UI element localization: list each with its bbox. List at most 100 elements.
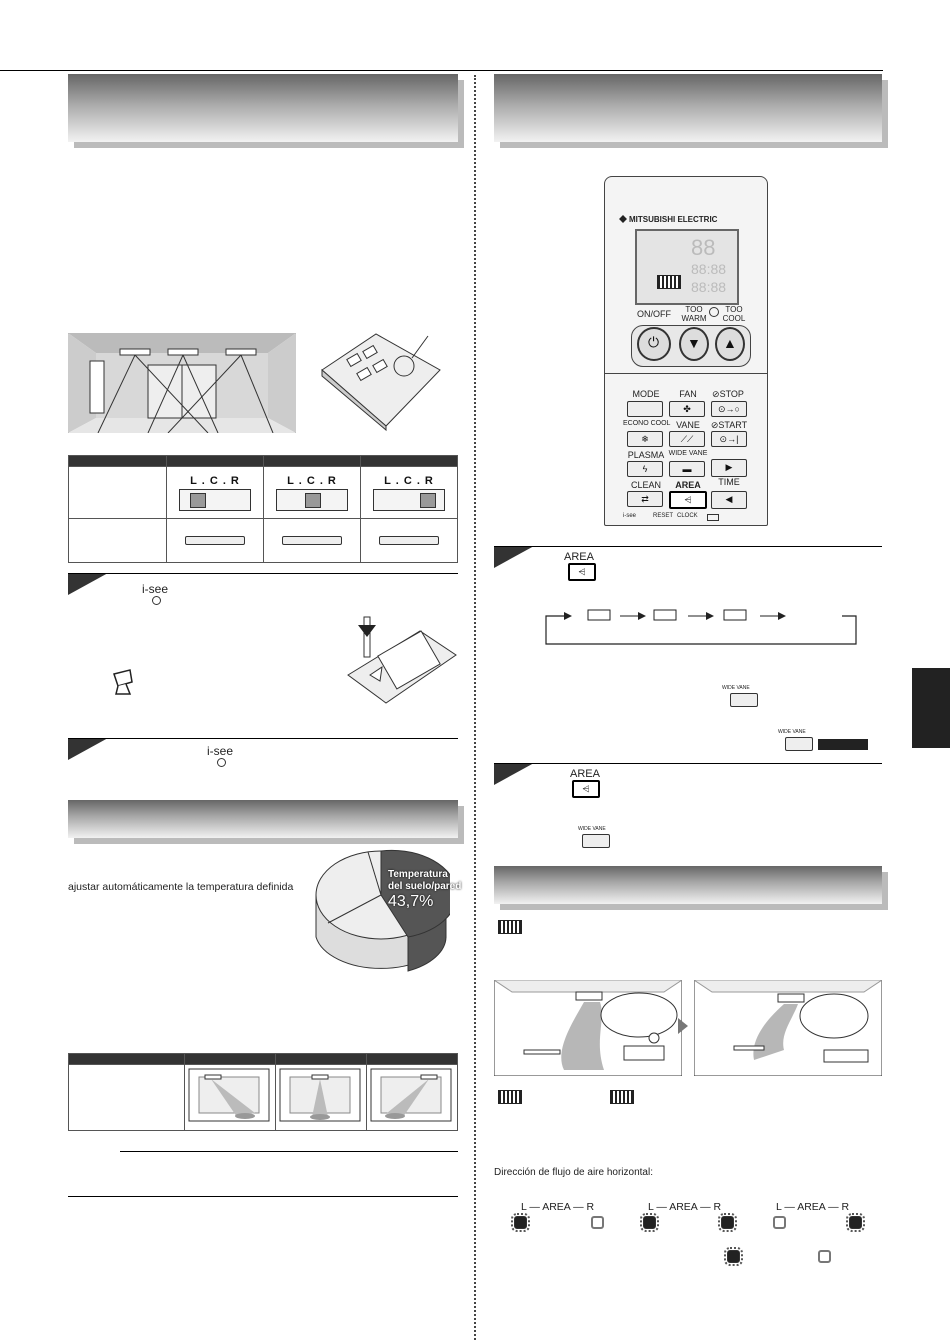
vane-label: VANE: [676, 420, 700, 430]
clean-label: CLEAN: [630, 480, 661, 490]
unit-icon: [282, 536, 342, 545]
led-caption: L — AREA — R: [648, 1201, 722, 1213]
info-icon: [709, 307, 719, 317]
unit-icon: [185, 536, 245, 545]
unit-icon: [379, 536, 439, 545]
led-caption: L — AREA — R: [776, 1201, 850, 1213]
too-cool-button[interactable]: ▲: [715, 327, 745, 361]
remote-back-detail: [321, 333, 441, 432]
note-rule-top: [120, 1151, 458, 1152]
led-r-unlit: [591, 1216, 604, 1229]
area-label: AREA: [570, 768, 600, 780]
arrow-right-icon: [678, 1018, 688, 1034]
lcd-display: 88 88:88 88:88: [635, 229, 739, 305]
clean-icon: ⇄: [641, 494, 649, 504]
led-l-lit: [511, 1213, 530, 1232]
up-arrow-icon: ▲: [723, 335, 737, 351]
wide-vane-icon: [582, 834, 610, 848]
wide-vane-label: WIDE VANE: [668, 450, 708, 457]
step-marker: [68, 738, 108, 760]
clock-label: CLOCK: [677, 513, 698, 519]
section-banner-right-bottom: [494, 866, 882, 904]
wide-vane-button[interactable]: ▬: [669, 461, 705, 477]
area-button-icon: ⩤: [568, 563, 596, 581]
left-arrow-icon: ◀: [725, 494, 733, 504]
pie-chart: [315, 849, 450, 972]
step-marker: [494, 546, 534, 568]
step-rule: [68, 738, 458, 739]
down-arrow-icon: ▼: [687, 335, 701, 351]
vane-icon: ⟋⟋: [680, 434, 694, 444]
step-marker: [494, 763, 534, 785]
brand-logo-icon: [619, 215, 627, 223]
led-l-lit: [640, 1213, 659, 1232]
mode-button[interactable]: [627, 401, 663, 417]
start-timer-button[interactable]: ⊙→|: [711, 431, 747, 447]
led-caption: L — AREA — R: [521, 1201, 595, 1213]
stop-label: ⊘STOP: [712, 389, 744, 399]
airflow-left-illustration: [188, 1068, 270, 1122]
snowflake-icon: ❄: [641, 434, 649, 444]
vane-button[interactable]: ⟋⟋: [669, 431, 705, 447]
plasma-label: PLASMA: [627, 450, 665, 460]
redacted-box: [818, 739, 868, 750]
area-button[interactable]: ⩤: [669, 491, 707, 509]
area-button-icon: ⩤: [572, 780, 600, 798]
remote-brand: MITSUBISHI ELECTRIC: [629, 215, 718, 224]
too-cool-label: TOO COOL: [722, 305, 746, 323]
timer-stop-icon: ⊙→○: [718, 404, 740, 414]
area-icon: ⩤: [684, 495, 692, 505]
time-label: TIME: [718, 477, 740, 487]
area-label: AREA: [564, 551, 594, 563]
step-rule: [494, 546, 882, 547]
on-off-button[interactable]: ⏻: [637, 327, 671, 361]
isee-small-label: i-see: [623, 513, 637, 519]
area-icon: ⩤: [578, 567, 586, 577]
switch-right: [373, 488, 445, 511]
section-banner-left-top: [68, 74, 458, 142]
step-rule: [494, 763, 882, 764]
too-warm-button[interactable]: ▼: [679, 327, 709, 361]
isee-label: i-see: [207, 744, 234, 758]
too-warm-label: TOO WARM: [681, 305, 707, 323]
top-rule: [0, 70, 883, 71]
isee-led-icon: [152, 596, 161, 605]
wide-vane-small-label: WIDE VANE: [578, 826, 606, 832]
wide-vane-small-label: WIDE VANE: [722, 685, 750, 691]
room-scene-right: [694, 980, 882, 1076]
led-unlit-legend: [818, 1250, 831, 1263]
time-forward-button[interactable]: ▶: [711, 459, 747, 477]
intro-text: ajustar automáticamente la temperatura d…: [68, 881, 294, 893]
switch-left: [179, 488, 251, 511]
plasma-icon: ϟ: [642, 464, 648, 474]
wide-vane-icon: [730, 693, 758, 707]
airflow-table: [68, 1053, 458, 1131]
area-lcd-icon: [657, 275, 681, 289]
led-l-unlit: [773, 1216, 786, 1229]
switch-label: L . C . R: [384, 474, 434, 487]
cycle-diagram: [545, 609, 857, 645]
time-back-button[interactable]: ◀: [711, 491, 747, 509]
switch-label: L . C . R: [287, 474, 337, 487]
clean-button[interactable]: ⇄: [627, 491, 663, 507]
fan-button[interactable]: ✤: [669, 401, 705, 417]
press-button-illustration: [347, 616, 457, 704]
remote-control: MITSUBISHI ELECTRIC 88 88:88 88:88 ON/OF…: [604, 176, 768, 526]
mode-label: MODE: [632, 389, 660, 399]
sensor-icon: [113, 669, 133, 695]
area-icon: ⩤: [582, 784, 590, 794]
wide-vane-small-label: WIDE VANE: [778, 729, 806, 735]
led-r-lit: [718, 1213, 737, 1232]
step-rule: [68, 573, 458, 574]
start-label: ⊘START: [710, 420, 748, 430]
reset-label: RESET: [653, 513, 674, 519]
fan-icon: ✤: [683, 404, 691, 414]
fan-label: FAN: [679, 389, 697, 399]
plasma-button[interactable]: ϟ: [627, 461, 663, 477]
stop-timer-button[interactable]: ⊙→○: [711, 401, 747, 417]
timer-start-icon: ⊙→|: [719, 434, 739, 444]
econo-cool-button[interactable]: ❄: [627, 431, 663, 447]
pie-label-2: del suelo/pared: [388, 881, 462, 892]
airflow-right-illustration: [370, 1068, 452, 1122]
section-banner-left-bottom: [68, 800, 458, 838]
